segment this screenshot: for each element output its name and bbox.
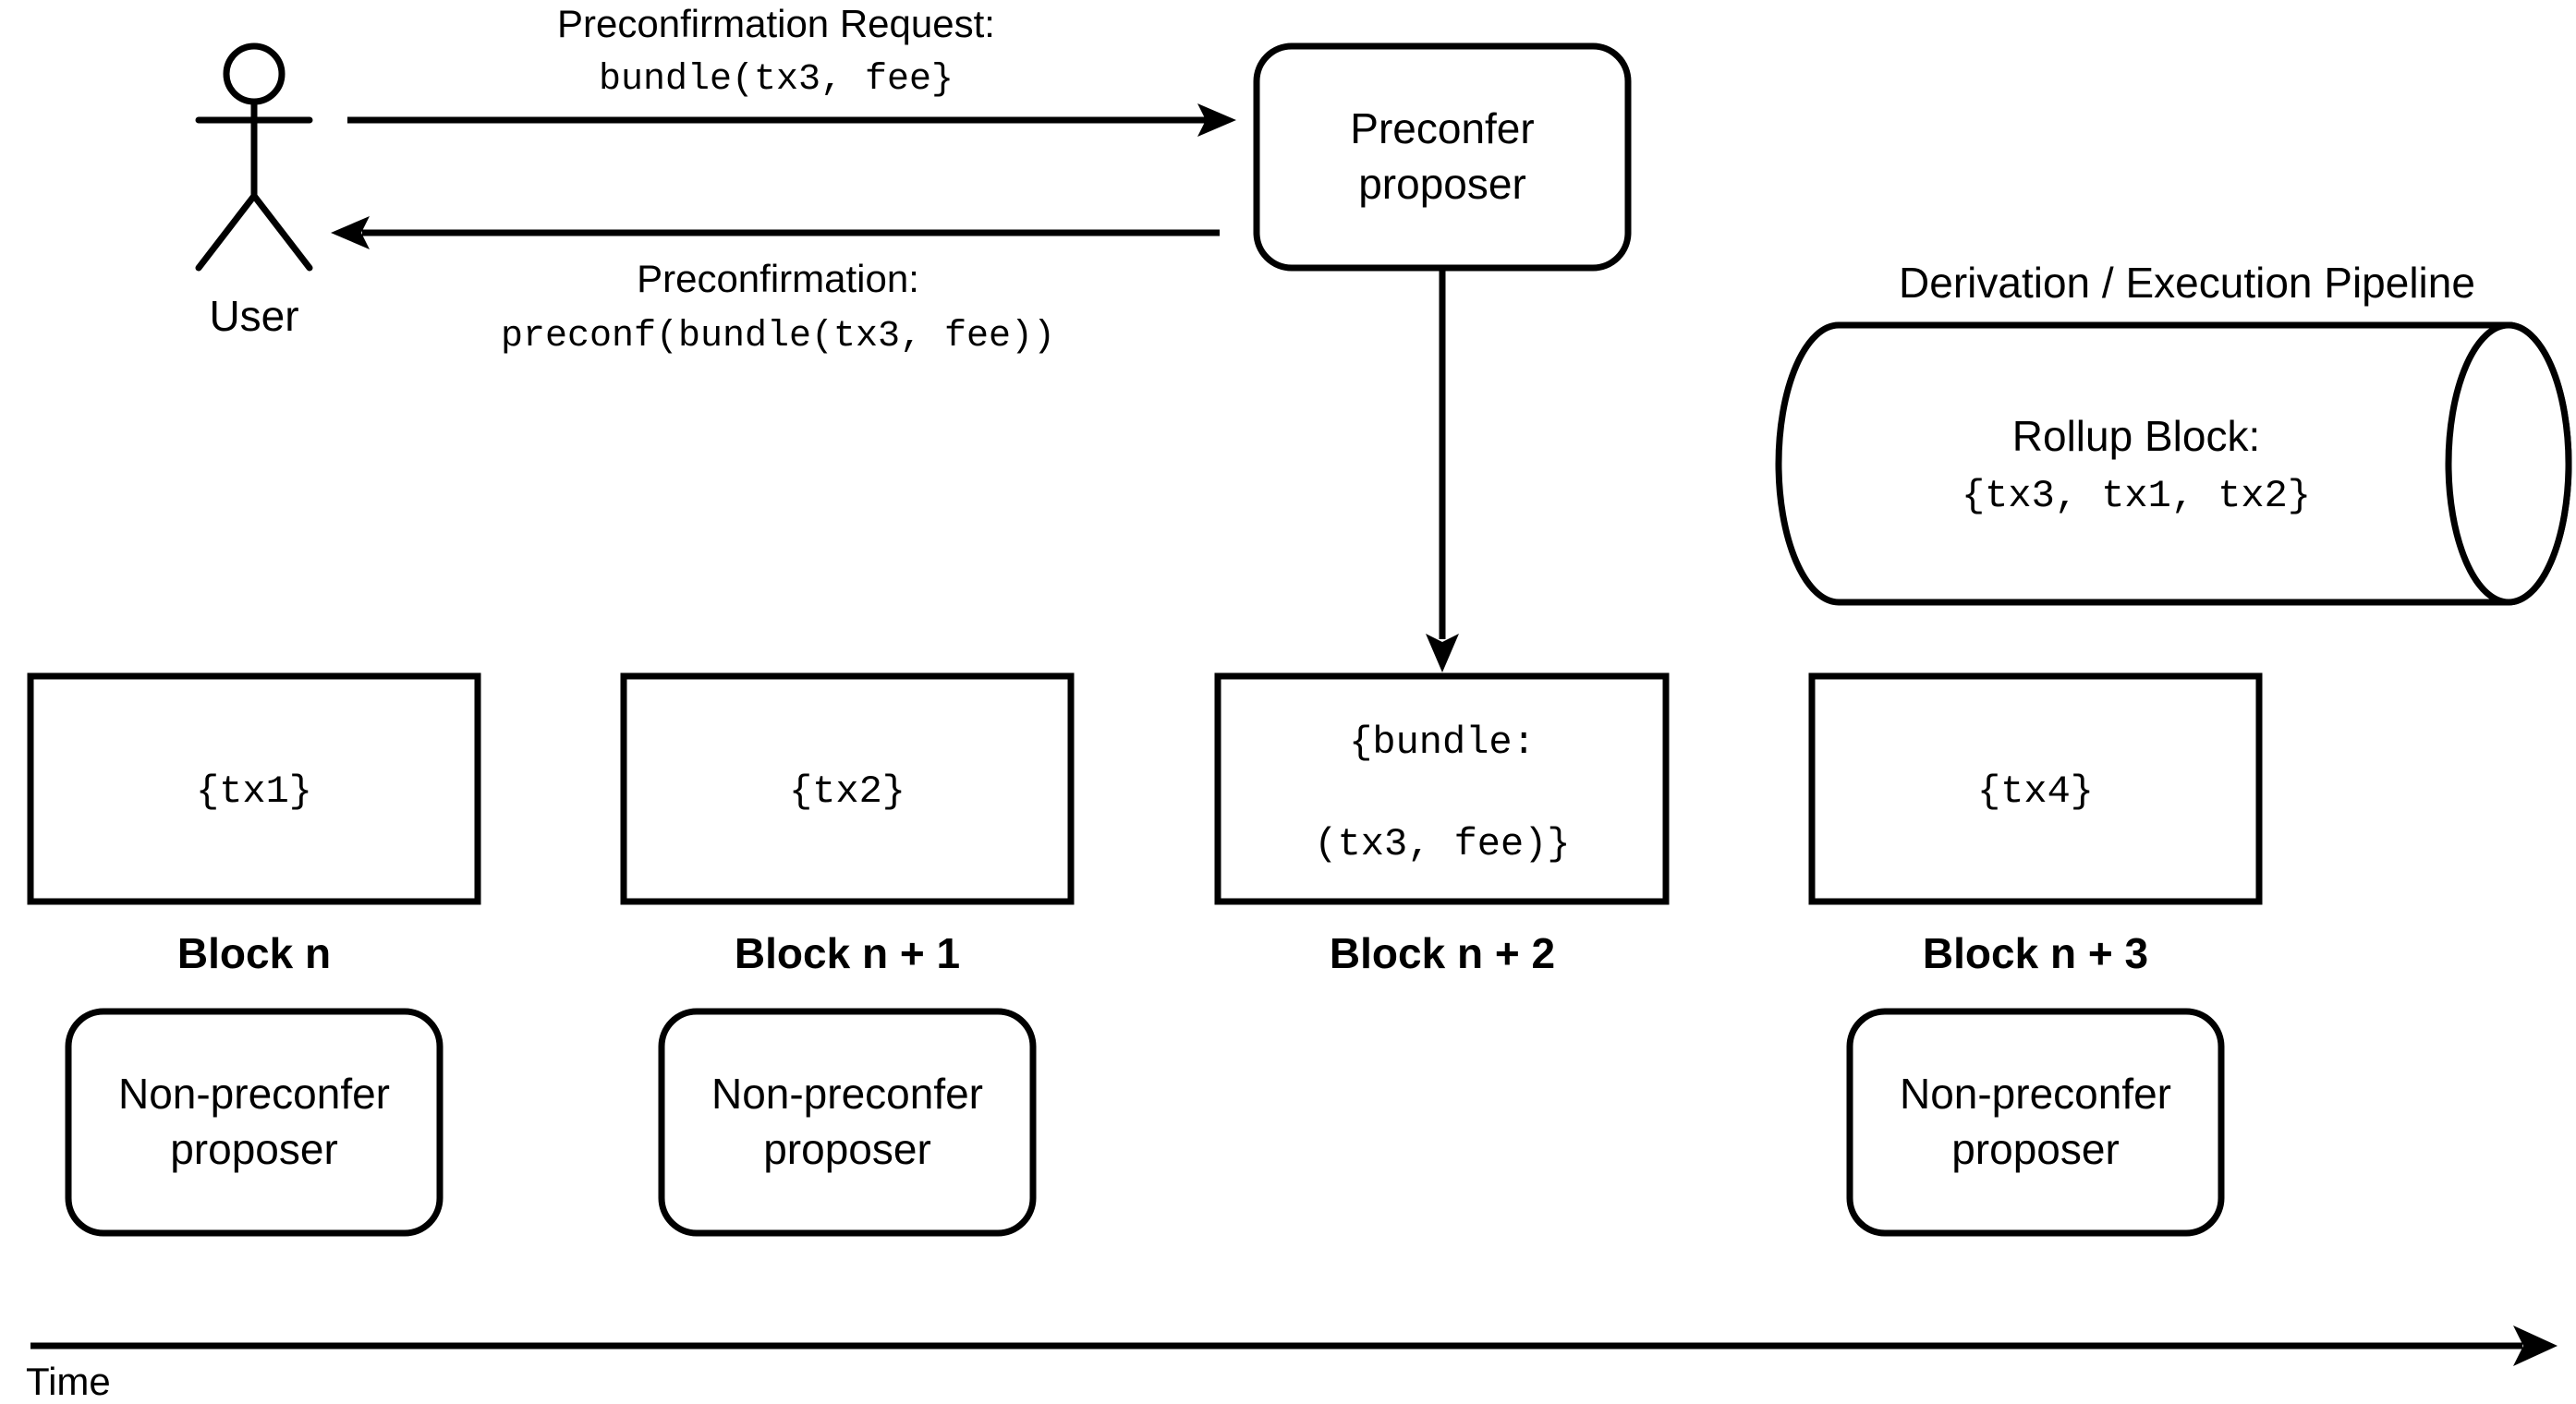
block-n1-box [620,672,1075,905]
response-arrowhead-icon [331,216,370,249]
block-n3-label: Block n + 3 [1923,929,2148,977]
non-preconfer-proposer-box-3 [1846,1008,2225,1237]
pipeline-title: Derivation / Execution Pipeline [1899,259,2475,307]
pipeline-cylinder-icon [1775,321,2572,606]
preconfer-proposer-line2: proposer [1358,160,1526,208]
block-n2-content-line1: {bundle: [1349,720,1536,765]
timeline-label: Time [26,1360,111,1403]
block-n2-content-line2: (tx3, fee)} [1314,822,1570,866]
non-preconfer-proposer-2-line2: proposer [763,1125,931,1173]
non-preconfer-proposer-box-2 [658,1008,1037,1237]
block-n-label: Block n [177,929,331,977]
preconfer-arrowhead-icon [1426,634,1459,672]
block-n2-label: Block n + 2 [1330,929,1555,977]
user-label: User [209,292,298,340]
block-n1-content: {tx2} [789,769,905,814]
non-preconfer-proposer-3-line2: proposer [1951,1125,2120,1173]
pipeline-block-label: Rollup Block: [2012,412,2260,460]
request-arrowhead-icon [1197,103,1236,137]
preconfer-proposer-box [1253,42,1632,272]
block-n1-label: Block n + 1 [735,929,960,977]
non-preconfer-proposer-3-line1: Non-preconfer [1900,1070,2171,1118]
non-preconfer-proposer-1-line1: Non-preconfer [118,1070,390,1118]
block-n3-box [1808,672,2263,905]
non-preconfer-proposer-2-line1: Non-preconfer [711,1070,983,1118]
user-actor-icon [195,42,313,272]
preconfer-proposer-line1: Preconfer [1350,104,1534,152]
response-code: preconf(bundle(tx3, fee)) [501,316,1055,357]
request-title: Preconfirmation Request: [557,2,995,45]
timeline-arrowhead-icon [2513,1325,2558,1366]
pipeline-block-code: {tx3, tx1, tx2} [1962,474,2311,518]
request-code: bundle(tx3, fee} [599,59,954,101]
block-n3-content: {tx4} [1977,769,2094,814]
block-n-box [27,672,481,905]
non-preconfer-proposer-1-line2: proposer [170,1125,338,1173]
response-title: Preconfirmation: [637,257,919,300]
block-n2-box [1214,672,1670,905]
non-preconfer-proposer-box-1 [65,1008,444,1237]
block-n-content: {tx1} [196,769,312,814]
